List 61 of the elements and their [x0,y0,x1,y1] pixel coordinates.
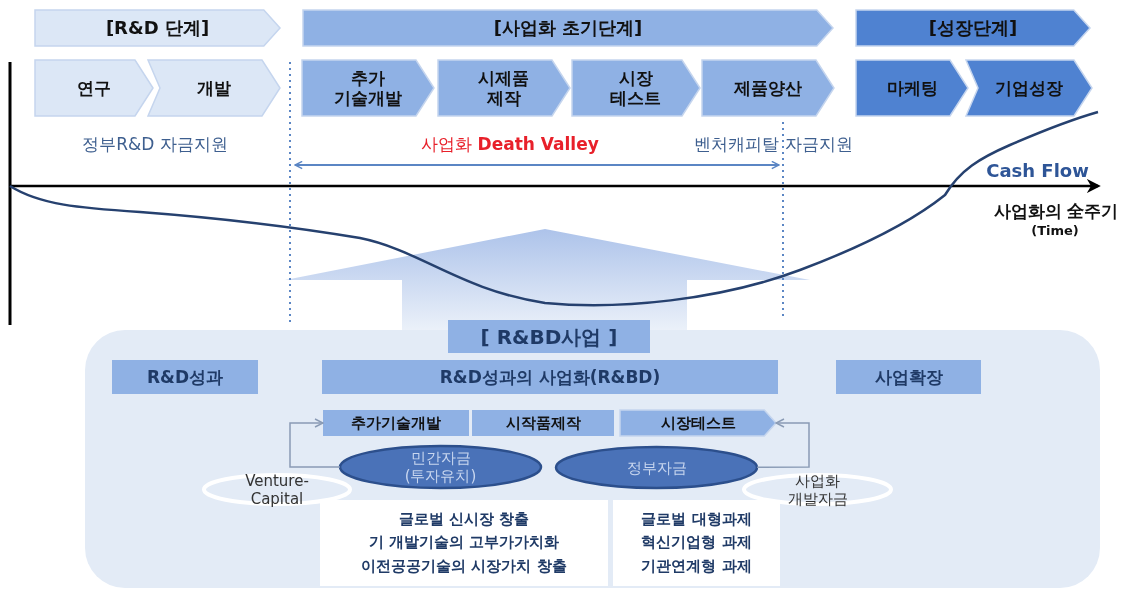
text-box [320,500,608,586]
step-banner [966,60,1092,116]
node-label: 연구 [77,77,111,99]
arrow [289,418,341,468]
stage-banner [303,10,833,46]
step-banner [35,60,153,116]
stage-banner [856,10,1090,46]
text-line: 글로벌 신시장 창출 [398,509,530,531]
node-label: 개발 [197,77,231,99]
fund-ellipse [202,473,352,506]
stage-banner [35,10,280,46]
step-box [472,410,614,436]
stage-box [322,360,778,394]
node-label: 시제품 제작 [477,67,531,109]
title-bar [448,320,650,353]
funding-label: 정부R&D 자금지원 [81,133,229,156]
node-label: 추가 기술개발 [333,67,403,109]
step-banner [148,60,280,116]
text-line: 이전공공기술의 시장가치 창출 [361,555,567,577]
node-label: 추가기술개발 [351,414,441,432]
text-line: 기관연계형 과제 [641,555,752,577]
node-label: R&D성과 [147,366,223,388]
step-box [323,410,469,436]
curve-label: Cash Flow [985,160,1090,181]
node-label: 시장 테스트 [609,67,663,109]
step-banner [302,60,434,116]
node-label: [성장단계] [928,17,1018,39]
step-banner [620,410,776,436]
node-label: [사업화 초기단계] [493,17,643,39]
stage-box [112,360,258,394]
node-label: 민간자금 (투자유치) [403,449,478,485]
funding-label: 벤처캐피탈 자금지원 [693,133,854,156]
node-label: 시장테스트 [660,414,736,432]
fund-ellipse [556,447,757,488]
text-line: 글로벌 대형과제 [641,509,752,531]
step-banner [856,60,968,116]
valley-label: 사업화 Death Valley [420,133,600,156]
node-label: R&D성과의 사업화(R&BD) [439,366,661,388]
node-label: 시작품제작 [505,414,581,432]
step-banner [702,60,834,116]
panel-background [85,330,1100,588]
node-label: 사업화 개발자금 [786,471,849,508]
node-label: 마케팅 [886,77,938,99]
node-label: [R&D 단계] [105,17,210,39]
node-label: 기업성장 [995,77,1063,99]
fund-ellipse [340,446,541,488]
step-banner [438,60,570,116]
text-box [613,500,780,586]
node-label: [ R&BD사업 ] [480,324,618,349]
stage-box [836,360,981,394]
node-label: 정부자금 [626,458,687,477]
arrow [756,418,810,468]
axis-label: (Time) [1030,223,1080,238]
text-line: 기 개발기술의 고부가가치화 [368,532,560,554]
step-banner [572,60,700,116]
fund-ellipse [742,473,893,506]
text-line: 혁신기업형 과제 [641,532,752,554]
node-label: 사업확장 [874,366,943,388]
node-label: Venture- Capital [244,471,310,508]
node-label: 제품양산 [734,77,802,99]
axis-label: 사업화의 全주기 [992,200,1120,223]
